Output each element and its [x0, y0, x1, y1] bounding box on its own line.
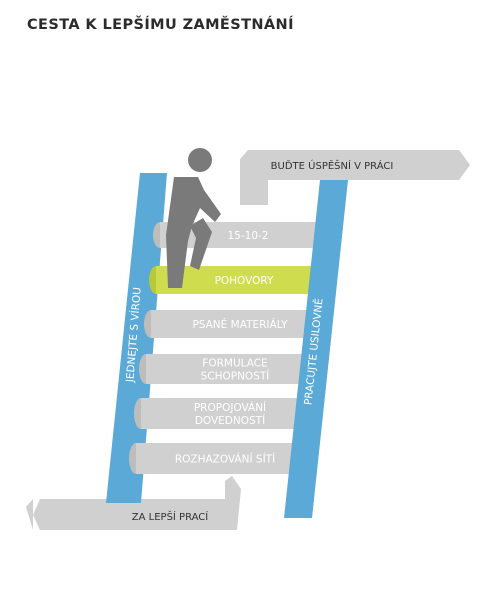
step-label: PSANÉ MATERIÁLY [192, 318, 288, 331]
ladder-step: PSANÉ MATERIÁLY [144, 310, 310, 338]
step-label: POHOVORY [215, 275, 274, 287]
person-climbing-icon [166, 148, 221, 288]
bottom-arrow-label: ZA LEPŠÍ PRACÍ [132, 510, 208, 523]
step-label: SCHOPNOSTÍ [201, 370, 270, 383]
step-bar [136, 443, 295, 474]
left-rail: JEDNEJTE S VÍROU [106, 173, 167, 503]
step-bar [151, 310, 310, 338]
step-label: DOVEDNOSTÍ [195, 414, 265, 427]
step-label: 15-10-2 [228, 230, 269, 242]
top-arrow: BUĎTE ÚSPĚŠNÍ V PRÁCI [240, 150, 470, 205]
page-title: CESTA K LEPŠÍMU ZAMĚSTNÁNÍ [27, 17, 294, 33]
top-arrow-label: BUĎTE ÚSPĚŠNÍ V PRÁCI [271, 159, 394, 172]
ladder-step: ROZHAZOVÁNÍ SÍTÍ [129, 443, 295, 474]
step-bar [146, 354, 305, 384]
step-label: FORMULACE [202, 358, 267, 370]
step-bar [141, 398, 300, 429]
step-label: ROZHAZOVÁNÍ SÍTÍ [175, 453, 275, 466]
double-chevron-right-icon [446, 150, 470, 180]
step-label: PROPOJOVÁNÍ [194, 401, 266, 414]
